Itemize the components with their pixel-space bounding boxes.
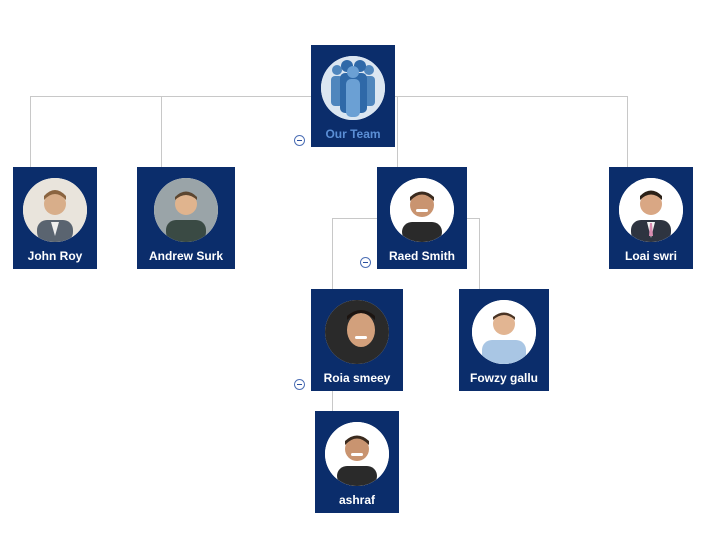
collapse-icon[interactable] xyxy=(294,135,305,146)
org-node-name: Loai swri xyxy=(624,249,677,263)
person-photo-icon xyxy=(472,300,536,364)
org-node-name: Roia smeey xyxy=(323,371,391,385)
collapse-icon[interactable] xyxy=(360,257,371,268)
connector-line xyxy=(332,218,333,289)
collapse-icon[interactable] xyxy=(294,379,305,390)
org-node-our-team[interactable]: Our Team xyxy=(311,45,395,147)
org-node-loai-swri[interactable]: Loai swri xyxy=(609,167,693,269)
person-photo-icon xyxy=(325,300,389,364)
connector-line xyxy=(332,390,333,411)
connector-line xyxy=(161,96,162,167)
connector-line xyxy=(30,96,31,167)
org-node-ashraf[interactable]: ashraf xyxy=(315,411,399,513)
connector-line xyxy=(397,96,398,167)
org-node-raed-smith[interactable]: Raed Smith xyxy=(377,167,467,269)
org-node-roia-smeey[interactable]: Roia smeey xyxy=(311,289,403,391)
connector-line xyxy=(627,96,628,167)
connector-line xyxy=(479,218,480,289)
person-photo-icon xyxy=(325,422,389,486)
person-photo-icon xyxy=(154,178,218,242)
org-node-john-roy[interactable]: John Roy xyxy=(13,167,97,269)
org-node-name: John Roy xyxy=(27,249,83,263)
org-node-andrew-surk[interactable]: Andrew Surk xyxy=(137,167,235,269)
person-photo-icon xyxy=(390,178,454,242)
org-node-fowzy-gallu[interactable]: Fowzy gallu xyxy=(459,289,549,391)
team-silhouette-icon xyxy=(321,56,385,120)
org-node-name: Raed Smith xyxy=(388,249,455,263)
org-node-name: Fowzy gallu xyxy=(469,371,538,385)
person-photo-icon xyxy=(619,178,683,242)
org-node-name: Our Team xyxy=(325,127,381,141)
org-node-name: Andrew Surk xyxy=(148,249,223,263)
org-node-name: ashraf xyxy=(338,493,376,507)
person-photo-icon xyxy=(23,178,87,242)
